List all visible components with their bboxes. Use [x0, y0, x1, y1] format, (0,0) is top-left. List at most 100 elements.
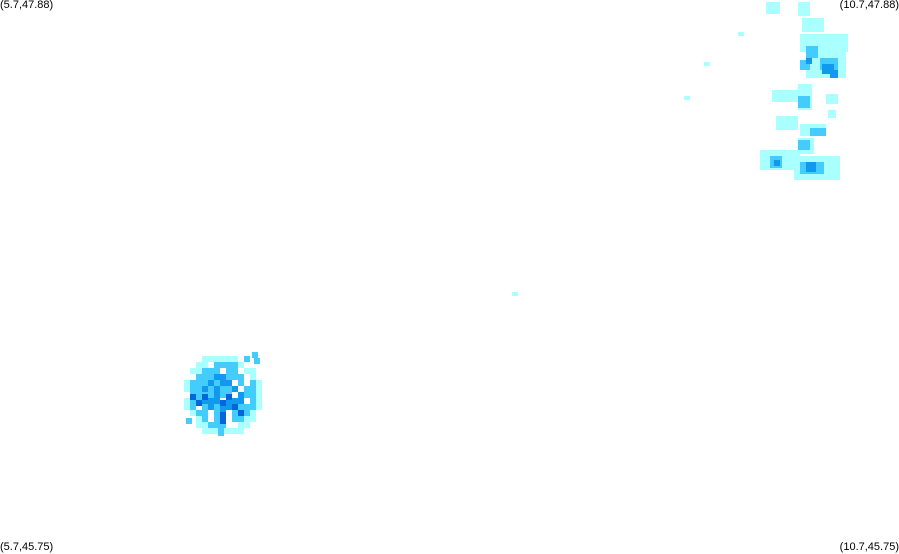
- corner-label-bottom-right: (10.7,45.75): [839, 541, 899, 553]
- precip-cell: [250, 386, 256, 392]
- precip-cell: [214, 368, 220, 374]
- precip-cell: [798, 96, 810, 108]
- precip-cell: [202, 416, 208, 422]
- precip-cell: [208, 398, 214, 404]
- precip-cell: [190, 410, 196, 416]
- precip-cell: [238, 362, 244, 368]
- precip-cell: [214, 428, 220, 434]
- precip-cell: [774, 160, 780, 166]
- precip-cell: [256, 398, 262, 404]
- precip-cell: [232, 410, 238, 416]
- precip-cell: [214, 356, 220, 362]
- precip-cell: [226, 368, 232, 374]
- precip-cell: [202, 380, 208, 386]
- precip-cell: [184, 404, 190, 410]
- precip-cell: [822, 64, 834, 74]
- precip-cell: [232, 428, 238, 434]
- precip-cell: [250, 380, 256, 386]
- precip-cell: [202, 374, 208, 380]
- precip-cell: [806, 58, 812, 64]
- precip-cell: [202, 422, 208, 428]
- precip-cell: [226, 356, 232, 362]
- precip-cell: [196, 392, 202, 398]
- precip-cell: [250, 392, 256, 398]
- precip-cell: [214, 410, 220, 416]
- precip-cell: [238, 404, 244, 410]
- precip-cell: [772, 90, 800, 102]
- precip-cell: [190, 386, 196, 392]
- precip-cell: [244, 416, 250, 422]
- precip-cell: [244, 386, 250, 392]
- precip-cell: [208, 392, 214, 398]
- precip-cell: [802, 18, 824, 32]
- precip-cell: [738, 32, 744, 36]
- precip-cell: [214, 404, 220, 410]
- precip-cell: [202, 386, 208, 392]
- precip-cell: [256, 392, 262, 398]
- precip-cell: [220, 380, 226, 386]
- precip-cell: [202, 394, 208, 400]
- precip-cell: [828, 110, 836, 118]
- precip-cell: [232, 398, 238, 404]
- precip-cell: [256, 404, 262, 410]
- precip-cell: [252, 352, 258, 358]
- precip-cell: [810, 128, 826, 136]
- precip-cell: [704, 62, 710, 66]
- precip-cell: [202, 398, 208, 404]
- precip-cell: [232, 374, 238, 380]
- precip-cell: [208, 374, 214, 380]
- precip-cell: [214, 380, 220, 386]
- precip-cell: [190, 380, 196, 386]
- precip-cell: [202, 356, 208, 362]
- precip-cell: [244, 410, 250, 416]
- precip-cell: [232, 368, 238, 374]
- precip-cell: [196, 410, 202, 416]
- precip-cell: [190, 404, 196, 410]
- precip-cell: [806, 46, 818, 58]
- precip-cell: [186, 418, 192, 424]
- precip-cell: [226, 362, 232, 368]
- precip-cell: [798, 140, 810, 150]
- precip-cell: [232, 404, 238, 410]
- precip-cell: [190, 394, 196, 400]
- precip-cell: [220, 400, 226, 406]
- precip-cell: [196, 416, 202, 422]
- precipitation-cells: [184, 2, 848, 436]
- precip-cell: [208, 380, 214, 386]
- precip-cell: [202, 410, 208, 416]
- precip-cell: [218, 424, 224, 430]
- precip-cell: [208, 368, 214, 374]
- precip-cell: [220, 418, 226, 424]
- precip-cell: [254, 358, 260, 364]
- precip-cell: [238, 416, 244, 422]
- precip-cell: [800, 60, 810, 70]
- precip-cell: [220, 362, 226, 368]
- precip-cell: [184, 398, 190, 404]
- precip-cell: [214, 416, 220, 422]
- precip-cell: [196, 362, 202, 368]
- precip-cell: [202, 362, 208, 368]
- precip-cell: [214, 386, 220, 392]
- precip-cell: [798, 2, 810, 16]
- precip-cell: [220, 392, 226, 398]
- precip-cell: [196, 386, 202, 392]
- precip-cell: [226, 374, 232, 380]
- precip-cell: [232, 356, 238, 362]
- precip-cell: [238, 398, 244, 404]
- precip-cell: [214, 374, 220, 380]
- precip-cell: [238, 374, 244, 380]
- precip-cell: [190, 398, 196, 404]
- precip-cell: [250, 404, 256, 410]
- precip-cell: [208, 404, 214, 410]
- precip-cell: [250, 416, 256, 422]
- precip-cell: [776, 116, 798, 130]
- precip-cell: [238, 410, 244, 416]
- precip-cell: [226, 394, 232, 400]
- precip-cell: [830, 70, 838, 78]
- precip-cell: [214, 398, 220, 404]
- precip-cell: [208, 356, 214, 362]
- precip-cell: [238, 422, 244, 428]
- precip-cell: [220, 386, 226, 392]
- precip-cell: [196, 400, 202, 406]
